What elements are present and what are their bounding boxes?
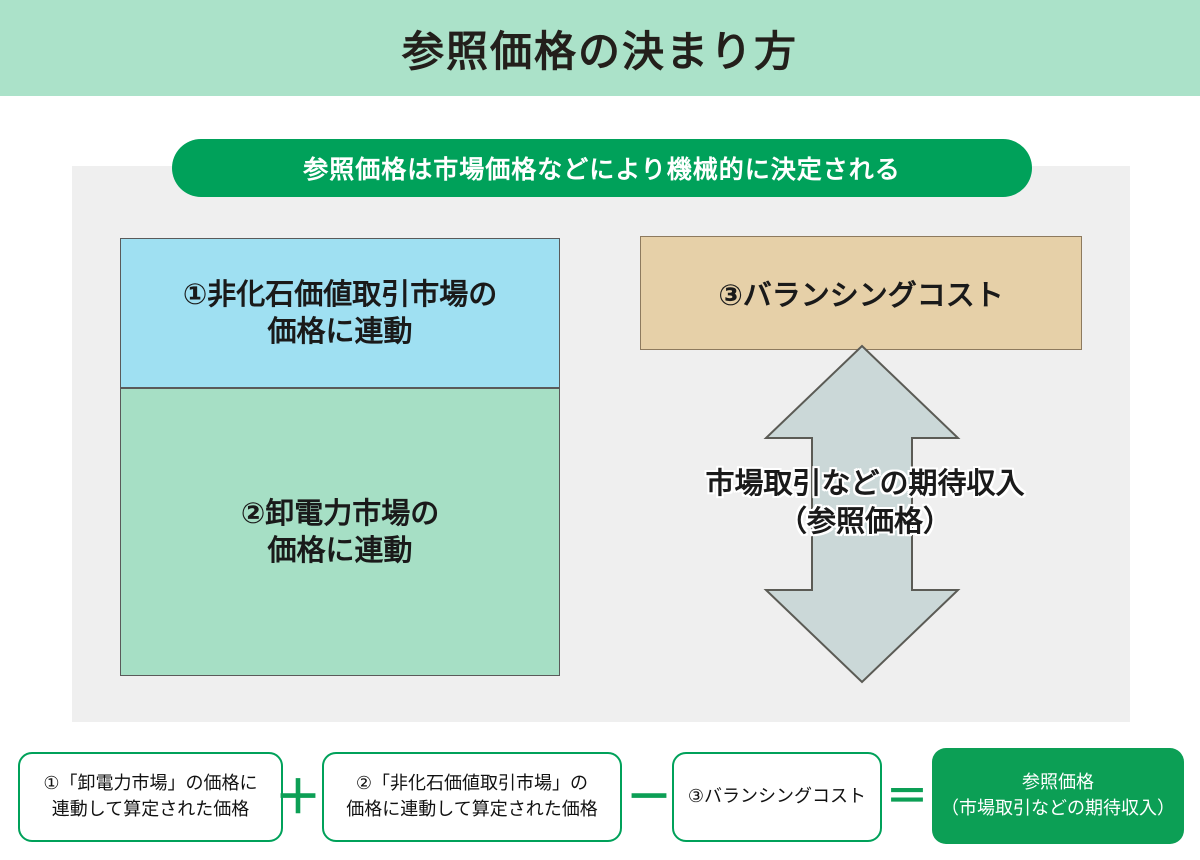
- operator-equals-icon: ＝: [885, 772, 928, 821]
- block-nonfossil-market-label: ①非化石価値取引市場の 価格に連動: [182, 277, 498, 348]
- formula-term-1: ①「卸電力市場」の価格に 連動して算定された価格: [18, 752, 283, 842]
- page-title: 参照価格の決まり方: [401, 26, 798, 76]
- formula-term-3-label: ③バランシングコスト: [687, 785, 867, 807]
- expected-revenue-label: 市場取引などの期待収入 （参照価格）: [705, 466, 1025, 538]
- formula-term-2: ②「非化石価値取引市場」の 価格に連動して算定された価格: [322, 752, 622, 842]
- block-wholesale-market: ②卸電力市場の 価格に連動: [120, 388, 560, 676]
- formula-term-2-label: ②「非化石価値取引市場」の 価格に連動して算定された価格: [346, 772, 598, 820]
- formula-result: 参照価格 （市場取引などの期待収入）: [932, 748, 1184, 844]
- banner-text: 参照価格は市場価格などにより機械的に決定される: [303, 155, 901, 184]
- header-band: [0, 0, 1200, 96]
- block-nonfossil-market: ①非化石価値取引市場の 価格に連動: [120, 238, 560, 388]
- block-wholesale-market-label: ②卸電力市場の 価格に連動: [240, 496, 440, 567]
- block-balancing-cost-label: ③バランシングコスト: [718, 278, 1004, 312]
- block-balancing-cost: ③バランシングコスト: [640, 236, 1082, 350]
- banner: 参照価格は市場価格などにより機械的に決定される: [172, 139, 1032, 197]
- double-arrow-icon: [762, 344, 962, 684]
- formula-result-label: 参照価格 （市場取引などの期待収入）: [941, 771, 1175, 819]
- formula-term-1-label: ①「卸電力市場」の価格に 連動して算定された価格: [43, 772, 258, 820]
- operator-minus-icon: －: [626, 770, 672, 824]
- formula-term-3: ③バランシングコスト: [672, 752, 882, 842]
- operator-plus-icon: ＋: [275, 770, 321, 824]
